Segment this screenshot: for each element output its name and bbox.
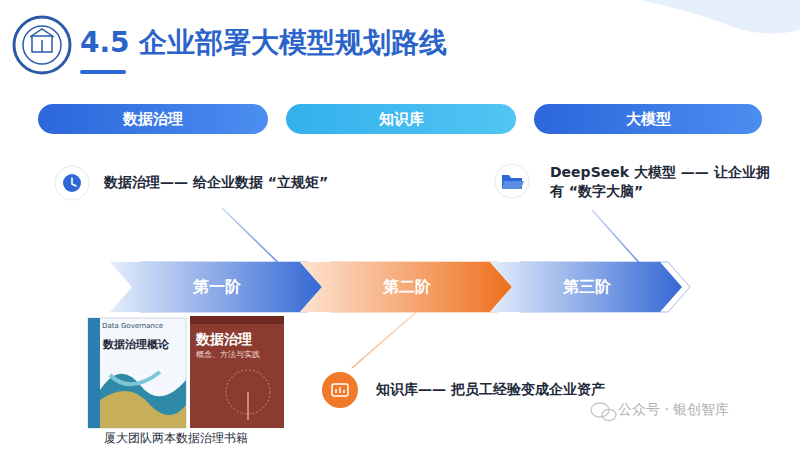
book-subtitle: Data Governance bbox=[102, 322, 186, 331]
image-caption: 厦大团队两本数据治理书籍 bbox=[104, 430, 304, 446]
slide-title: 4.5 企业部署大模型规划路线 bbox=[80, 26, 447, 60]
book-title: 数据治理概论 bbox=[103, 338, 187, 353]
phase-pill: 大模型 bbox=[534, 104, 762, 134]
chevron-fill bbox=[490, 262, 682, 312]
callout-text: DeepSeek 大模型 —— 让企业拥有 “数字大脑” bbox=[550, 163, 782, 201]
node-text: 大模型 bbox=[626, 110, 671, 129]
chart-icon bbox=[322, 372, 358, 408]
stage-chevron: 第一阶 bbox=[110, 262, 300, 312]
node-text: 第一阶 bbox=[193, 277, 241, 298]
book-title: 数据治理 bbox=[196, 330, 282, 349]
phase-pill: 知识库 bbox=[286, 104, 516, 134]
chevron-fill bbox=[110, 262, 322, 312]
corner-blob bbox=[640, 0, 800, 34]
stage-chevron: 第三阶 bbox=[490, 262, 660, 312]
book-subtitle: 概念、方法与实践 bbox=[196, 350, 284, 361]
node-text: 第三阶 bbox=[563, 277, 611, 298]
university-logo bbox=[14, 17, 70, 73]
callout-text: 知识库—— 把员工经验变成企业资产 bbox=[376, 380, 666, 399]
clock-icon bbox=[55, 166, 89, 200]
stage-chevron: 第二阶 bbox=[300, 262, 490, 312]
watermark-icon bbox=[591, 403, 616, 421]
book-cover bbox=[88, 318, 186, 428]
watermark: 公众号 · 银创智库 bbox=[618, 400, 798, 419]
book-cover bbox=[190, 316, 284, 428]
folder-icon bbox=[495, 164, 529, 198]
title-underline bbox=[80, 70, 126, 74]
phase-pill: 数据治理 bbox=[38, 104, 268, 134]
node-text: 第二阶 bbox=[383, 277, 431, 298]
node-text: 数据治理 bbox=[123, 110, 183, 129]
node-text: 知识库 bbox=[379, 110, 424, 129]
chevron-fill bbox=[300, 262, 512, 312]
callout-text: 数据治理—— 给企业数据 “立规矩” bbox=[104, 173, 344, 192]
